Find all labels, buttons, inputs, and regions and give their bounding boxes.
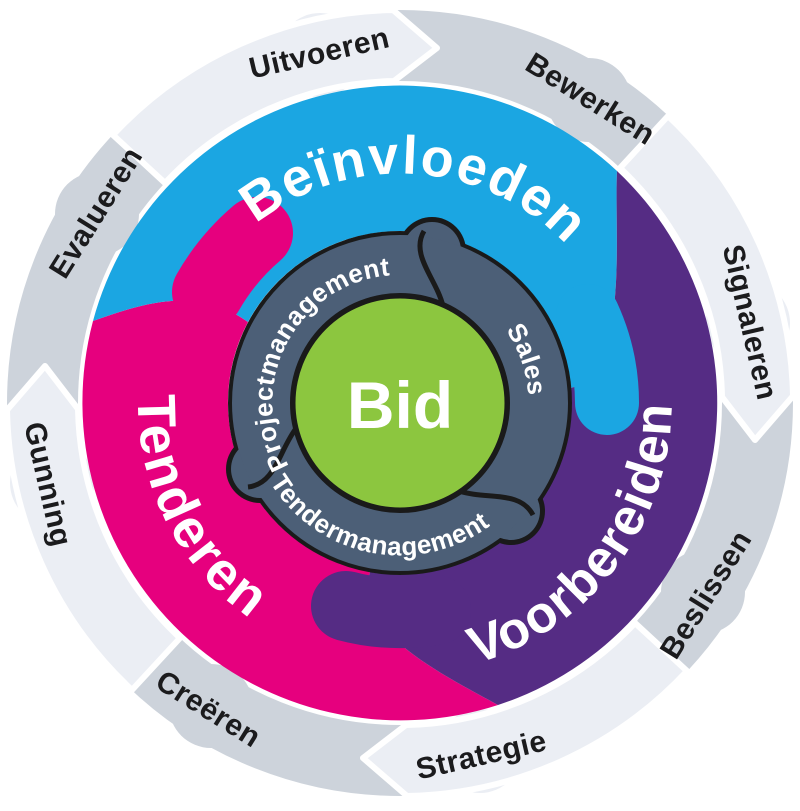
arrow-lobe-beinvloeden [556,284,640,435]
phase-ring [82,85,718,721]
arrow-lobe-voorbereiden [311,571,471,649]
mgmt-boundary-1 [417,229,446,307]
bid-label: Bid [347,368,453,442]
arrow-segment-uitvoeren [110,7,440,186]
segment-beinvloeden [93,85,617,388]
segment-voorbereiden [367,171,718,705]
mgmt-ring-fill [232,235,568,571]
arrow-segment-signaleren [617,113,796,443]
arrow-segment-gunning [4,363,183,693]
arrow-segment-strategie [360,620,690,799]
bid-core-circle [290,293,510,513]
segment-tenderen [82,300,498,721]
mgmt-boundary-2 [458,488,536,517]
activity-ring-arrows [4,7,796,799]
mgmt-segment-boundaries [247,229,536,517]
arrow-lobe-tenderen [172,197,293,328]
mgmt-boundary-3 [247,425,300,490]
management-ring [226,217,572,575]
